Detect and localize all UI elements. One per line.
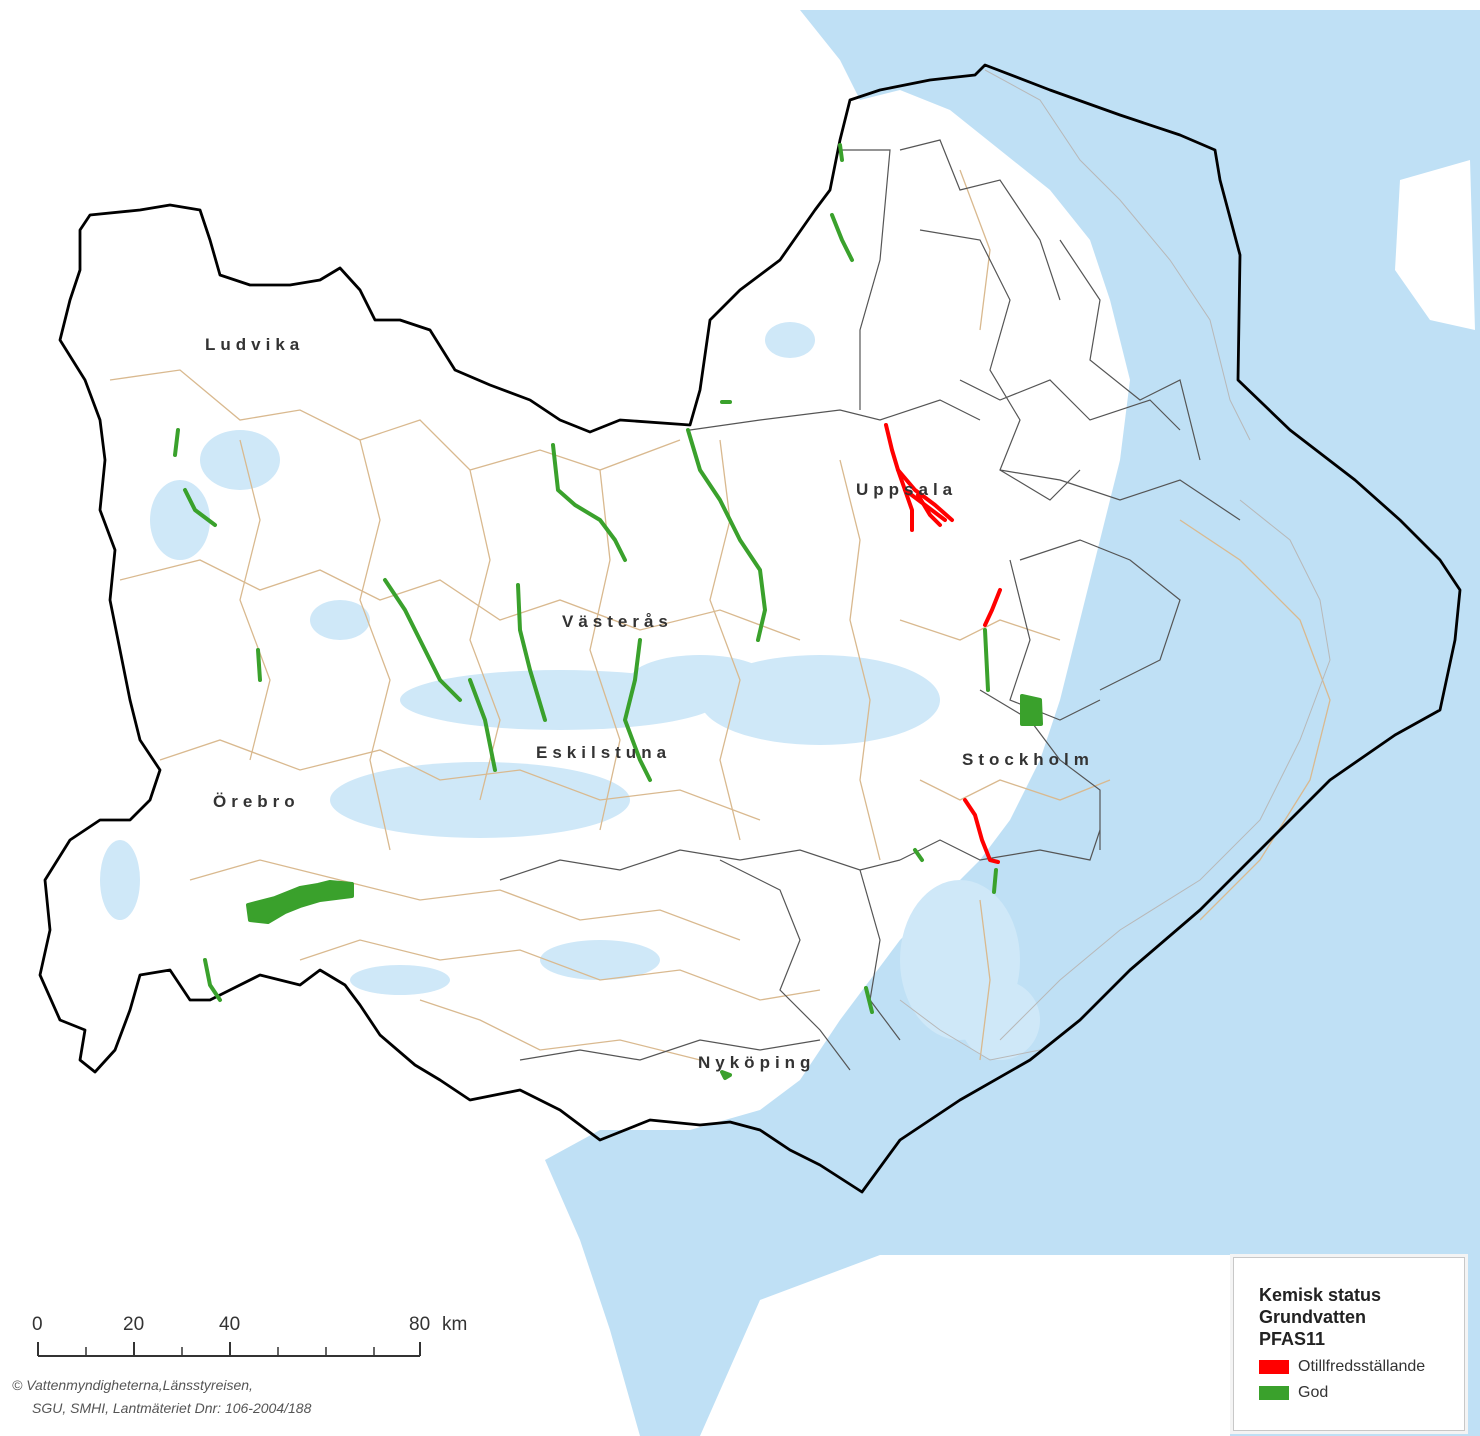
legend-swatch-good <box>1259 1386 1289 1400</box>
status-bad-areas <box>884 423 1002 864</box>
legend-label-good: God <box>1298 1384 1329 1401</box>
city-label-stockholm: Stockholm <box>962 750 1094 769</box>
legend-title-line-3: PFAS11 <box>1259 1329 1326 1349</box>
city-label-vasteras: Västerås <box>562 612 673 631</box>
scale-label-0: 0 <box>32 1314 43 1335</box>
scale-unit: km <box>442 1314 467 1335</box>
coast-lines <box>899 69 1331 1061</box>
city-label-orebro: Örebro <box>213 792 300 811</box>
legend-label-bad: Otillfredsställande <box>1298 1358 1426 1375</box>
city-labels: Ludvika Uppsala Västerås Eskilstuna Stoc… <box>205 335 1094 1072</box>
credit-line-1: © Vattenmyndigheterna,Länsstyreisen, <box>12 1377 253 1393</box>
legend: Kemisk status Grundvatten PFAS11 Otillfr… <box>1233 1257 1465 1431</box>
legend-swatch-bad <box>1259 1360 1289 1374</box>
credit-line-2: SGU, SMHI, Lantmäteriet Dnr: 106-2004/18… <box>32 1400 312 1416</box>
city-label-uppsala: Uppsala <box>856 480 957 499</box>
sea <box>545 10 1480 1436</box>
legend-title-line-2: Grundvatten <box>1259 1307 1367 1327</box>
status-good-areas <box>173 143 1043 1080</box>
scale-label-40: 40 <box>219 1314 240 1335</box>
legend-item-good: God <box>1259 1384 1452 1402</box>
scale-label-20: 20 <box>123 1314 144 1335</box>
credits: © Vattenmyndigheterna,Länsstyreisen, SGU… <box>12 1377 312 1416</box>
city-label-nykoping: Nyköping <box>698 1053 815 1072</box>
legend-item-bad: Otillfredsställande <box>1259 1358 1452 1376</box>
scale-bar: 0 20 40 80 km <box>32 1314 467 1357</box>
legend-title-line-1: Kemisk status <box>1259 1285 1382 1305</box>
district-outline <box>38 63 1462 1194</box>
city-label-eskilstuna: Eskilstuna <box>536 743 671 762</box>
lakes <box>100 322 1040 1060</box>
subdistrict-boundaries <box>499 139 1241 1071</box>
scale-label-80: 80 <box>409 1314 430 1335</box>
city-label-ludvika: Ludvika <box>205 335 304 354</box>
